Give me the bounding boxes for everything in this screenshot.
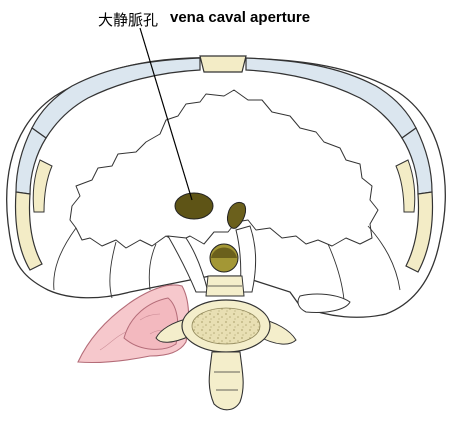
label-vena-caval-aperture-en: vena caval aperture: [170, 9, 311, 26]
vertebral-body-spongy: [191, 307, 261, 345]
right-rib-bone: [405, 191, 434, 273]
muscle-fibers: [53, 225, 401, 301]
spinous-process: [208, 351, 244, 411]
central-tendon: [69, 89, 379, 249]
left-transverse-process: [155, 317, 191, 343]
esophageal-hiatus: [227, 201, 247, 229]
leader-line: [139, 27, 193, 201]
left-rib-bone-inner: [32, 159, 53, 213]
xiphoid-process: [199, 55, 247, 73]
spinous-detail: [214, 371, 240, 391]
aorta-shade: [211, 247, 237, 258]
left-rib-bone: [14, 191, 43, 271]
right-rib-bone-inner: [395, 159, 416, 213]
vena-caval-aperture: [174, 192, 214, 220]
right-quadratus: [297, 293, 351, 313]
label-vena-caval-aperture-zh: 大静脈孔: [98, 11, 159, 29]
